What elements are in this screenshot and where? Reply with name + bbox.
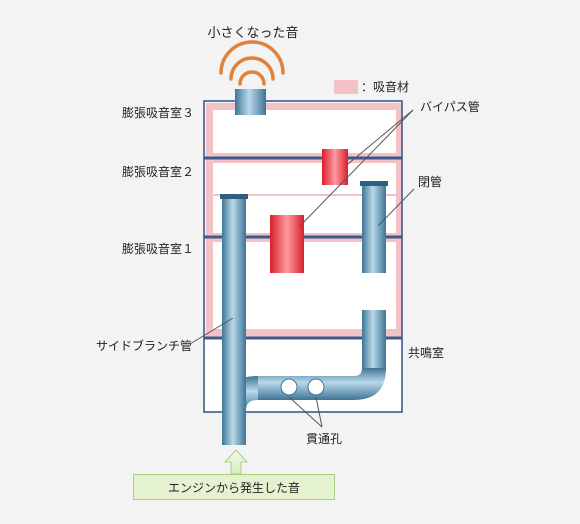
chamber3-label: 膨張吸音室３ xyxy=(122,106,195,120)
chamber1-label: 膨張吸音室１ xyxy=(122,242,195,256)
leader-lines xyxy=(189,109,415,428)
bypass-pipe-label: バイパス管 xyxy=(420,100,480,114)
bypass-pipe-lower xyxy=(270,215,304,273)
bypass-pipe-upper xyxy=(322,149,348,185)
absorbent-legend-swatch xyxy=(334,80,358,94)
through-holes xyxy=(280,378,325,396)
closed-pipe-label: 閉管 xyxy=(418,175,443,189)
sound-wave-icon xyxy=(219,40,285,86)
absorbent-legend-label: ：吸音材 xyxy=(361,80,410,94)
through-holes-label: 貫通孔 xyxy=(305,432,343,446)
engine-sound-label: エンジンから発生した音 xyxy=(133,474,335,500)
quiet-sound-label: 小さくなった音 xyxy=(207,26,299,41)
side-branch-pipe-label: サイドブランチ管 xyxy=(96,339,193,353)
outlet-pipe xyxy=(235,89,266,115)
chamber2-label: 膨張吸音室２ xyxy=(122,165,195,179)
side-branch-pipe xyxy=(220,194,248,445)
engine-sound-arrow-icon xyxy=(223,449,249,475)
closed-pipe xyxy=(360,181,388,273)
resonance-chamber-label: 共鳴室 xyxy=(408,346,445,360)
